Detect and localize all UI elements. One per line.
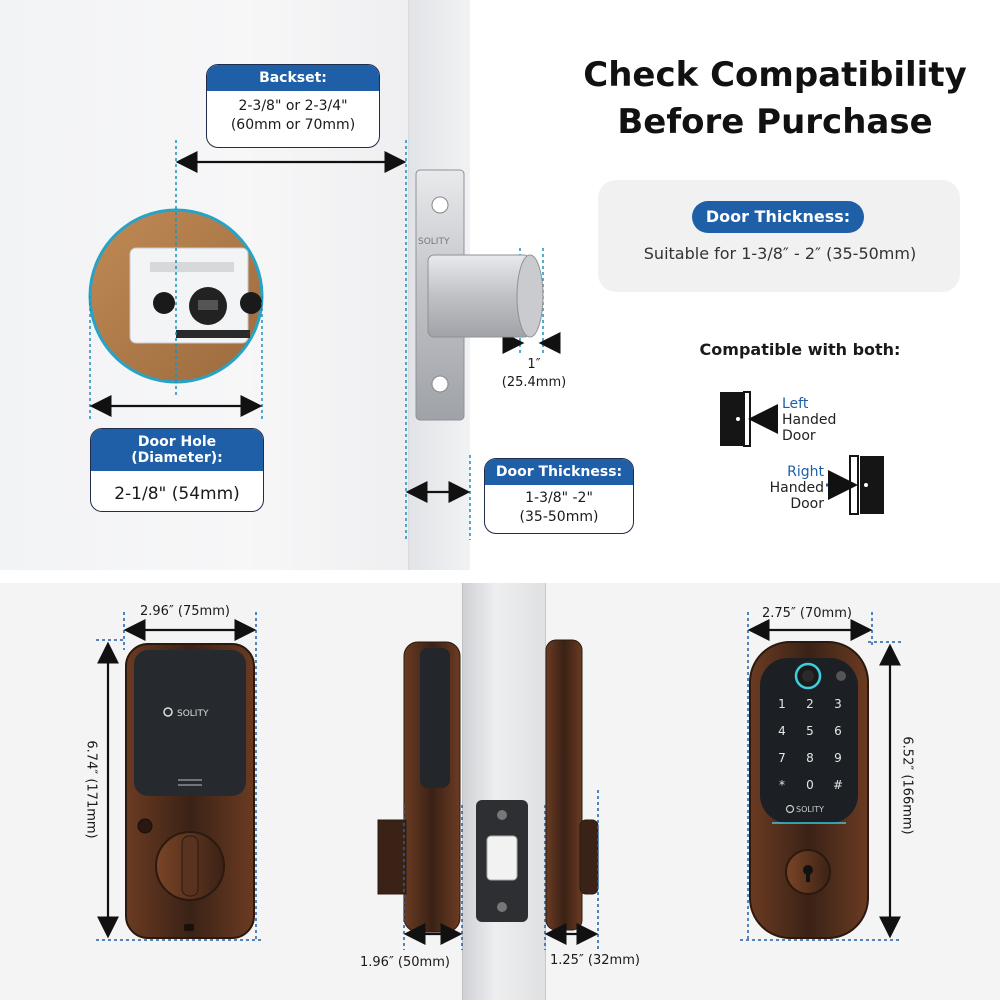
left-handed-line3: Door: [782, 428, 816, 444]
keypad-key[interactable]: 4: [778, 724, 786, 738]
door-thickness-suitable: Suitable for 1-3/8″ - 2″ (35-50mm): [643, 244, 917, 263]
backset-label: Backset:: [207, 65, 379, 91]
backset-value-2: (60mm or 70mm): [230, 117, 356, 133]
keypad-key[interactable]: 0: [806, 778, 814, 792]
door-hole-label: Door Hole (Diameter):: [91, 429, 263, 471]
door-thickness-value-1: 1-3/8" -2": [525, 490, 593, 506]
keypad-key[interactable]: 1: [778, 697, 786, 711]
compatible-heading: Compatible with both:: [699, 340, 901, 359]
keypad-key[interactable]: 8: [806, 751, 814, 765]
left-handed-label: Left Handed Door: [782, 396, 862, 444]
exterior-brand: SOLITY: [796, 805, 824, 814]
exterior-keypad-lock: SOLITY: [749, 641, 869, 939]
door-hole-value: 2-1/8" (54mm): [114, 484, 240, 504]
keypad-key[interactable]: 9: [834, 751, 842, 765]
exterior-height: 6.52″ (166mm): [899, 736, 915, 835]
keypad-key[interactable]: 7: [778, 751, 786, 765]
keypad-key[interactable]: 2: [806, 697, 814, 711]
bolt-dimension-2: (25.4mm): [501, 375, 567, 390]
bolt-dimension: 1″ (25.4mm): [496, 356, 572, 392]
bolt-dimension-1: 1″: [527, 357, 541, 372]
door-thickness-card: [598, 180, 960, 292]
title-line-1: Check Compatibility: [583, 55, 967, 95]
keypad-key[interactable]: *: [779, 778, 785, 792]
door-hole-label-box: Door Hole (Diameter): 2-1/8" (54mm): [90, 428, 264, 512]
right-door-icon: [826, 455, 884, 515]
right-handed-line2: Handed: [769, 480, 824, 496]
door-thickness-diagram-label: Door Thickness:: [485, 459, 633, 485]
backset-value-1: 2-3/8" or 2-3/4": [238, 98, 348, 114]
interior-brand: SOLITY: [177, 709, 209, 719]
latch-brand-top: SOLITY: [418, 237, 450, 247]
page-title: Check Compatibility Before Purchase: [560, 52, 990, 146]
keypad-key[interactable]: 3: [834, 697, 842, 711]
keypad-key[interactable]: #: [832, 778, 844, 792]
keypad-key[interactable]: 6: [834, 724, 842, 738]
door-thickness-pill: Door Thickness:: [692, 201, 864, 233]
left-handed-highlight: Left: [782, 396, 809, 412]
side-depth-right: 1.25″ (32mm): [550, 953, 640, 968]
right-handed-highlight: Right: [787, 464, 824, 480]
door-thickness-label-box: Door Thickness: 1-3/8" -2" (35-50mm): [484, 458, 634, 534]
right-handed-line3: Door: [790, 496, 824, 512]
title-line-2: Before Purchase: [617, 102, 933, 142]
side-depth-left: 1.96″ (50mm): [360, 955, 450, 970]
exterior-width: 2.75″ (70mm): [762, 606, 852, 621]
door-thickness-value-2: (35-50mm): [519, 509, 599, 525]
backset-label-box: Backset: 2-3/8" or 2-3/4" (60mm or 70mm): [206, 64, 380, 148]
keypad-key[interactable]: 5: [806, 724, 814, 738]
left-door-icon: [720, 391, 778, 447]
interior-lock: SOLITY: [125, 643, 255, 939]
interior-height: 6.74″ (171mm): [83, 740, 99, 839]
latch-plate: SOLITY: [415, 169, 544, 421]
side-view-lock: [377, 639, 599, 933]
keypad[interactable]: 1 2 3 4 5 6 7 8 9 * 0 #: [772, 697, 848, 801]
interior-width: 2.96″ (75mm): [140, 604, 230, 619]
left-handed-line2: Handed: [782, 412, 837, 428]
right-handed-label: Right Handed Door: [756, 464, 824, 512]
